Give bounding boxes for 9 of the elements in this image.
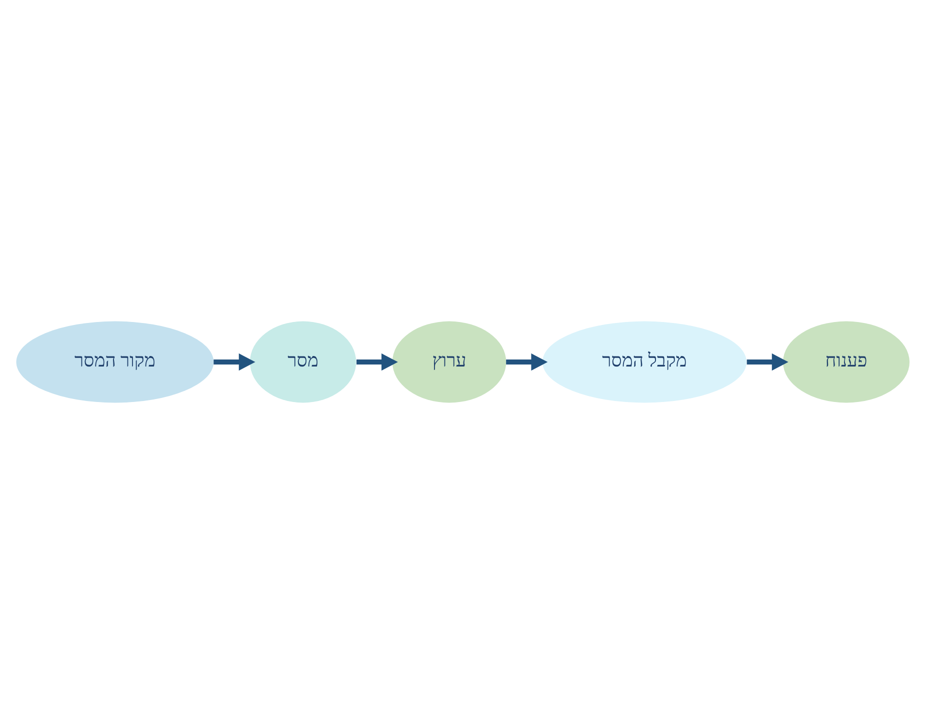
node-ellipse: פענוח [782, 321, 910, 403]
node-ellipse: מקור המסר [16, 321, 214, 403]
arrow [746, 353, 788, 371]
node-ellipse: מקבל המסר [542, 321, 747, 403]
arrow [356, 353, 398, 371]
arrow [214, 353, 256, 371]
arrow [506, 353, 548, 371]
node-ellipse: מסר [250, 321, 356, 403]
node-ellipse: ערוץ [392, 321, 506, 403]
